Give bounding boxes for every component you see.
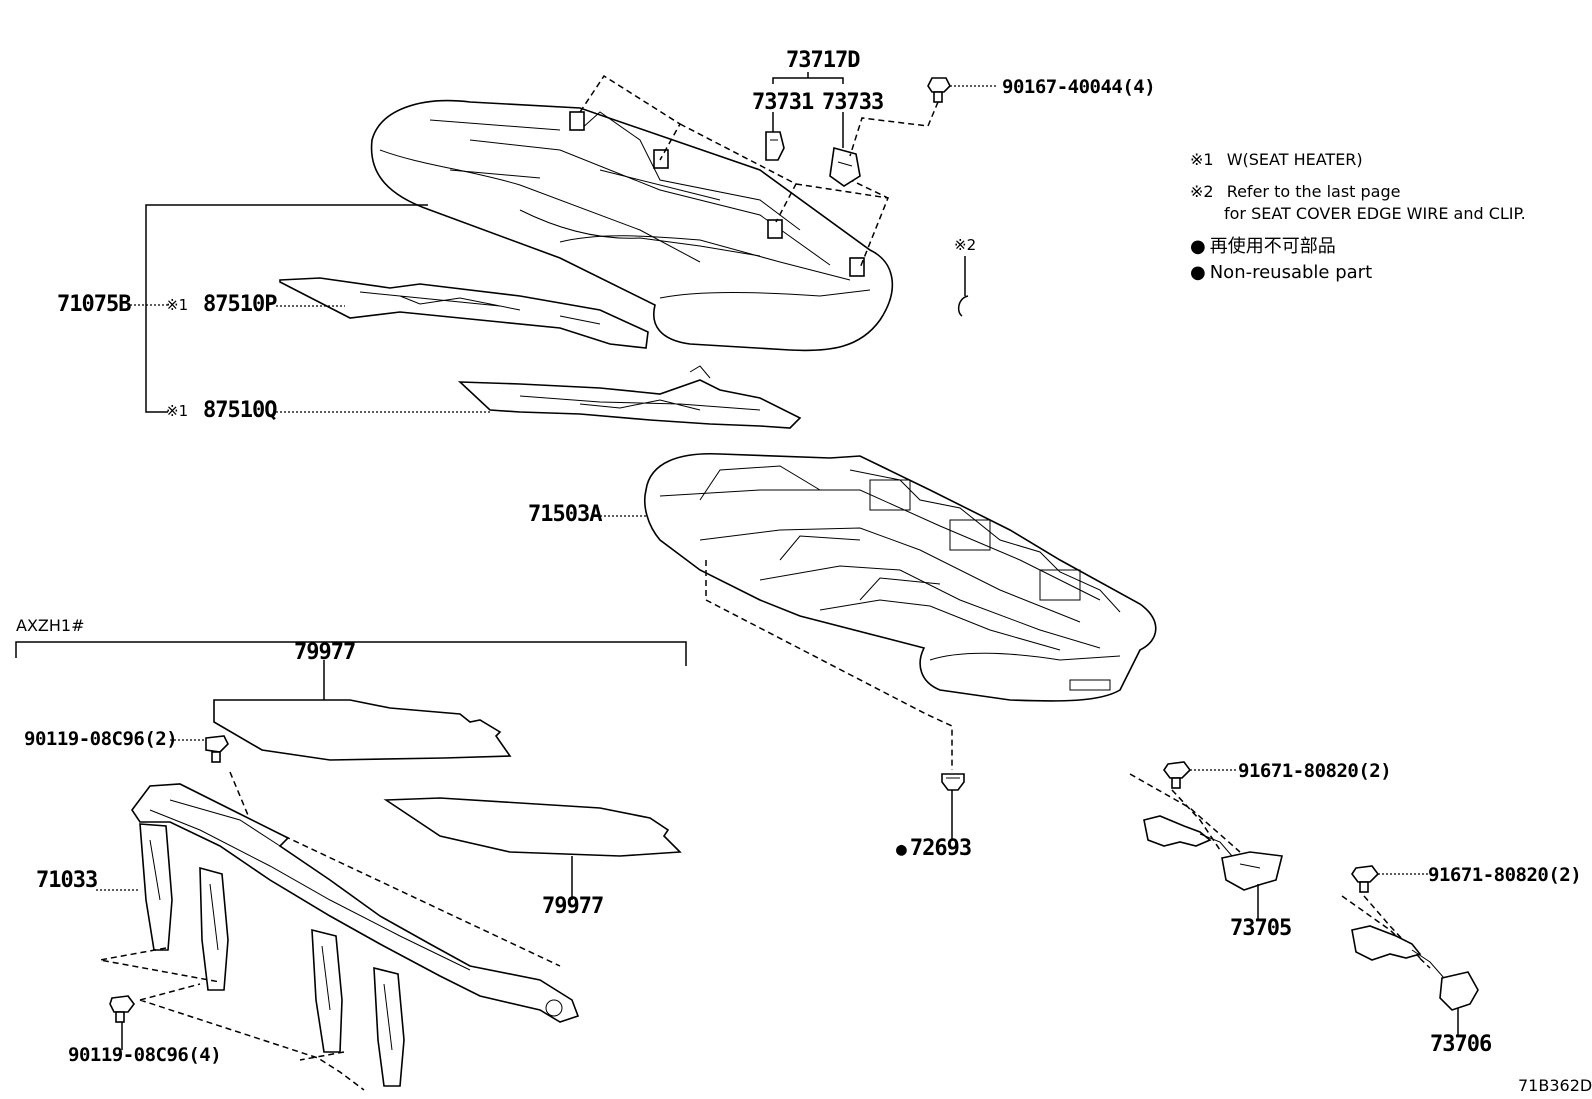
variant-label: AXZH1#: [16, 616, 85, 635]
seat-hinge-73705: [1143, 815, 1283, 891]
part-label-90167: 90167-40044(4): [1002, 76, 1156, 98]
legend-nonreusable-en: Non-reusable part: [1190, 264, 1372, 282]
seat-heater-87510p: [279, 277, 649, 349]
pad-79977-bottom: [383, 797, 682, 857]
note-mark-87510q: ※1: [166, 402, 189, 420]
part-label-72693: 72693: [896, 838, 972, 860]
part-label-71075b: 71075B: [57, 292, 131, 317]
note-mark-2: ※2: [954, 236, 977, 254]
part-label-73733: 73733: [822, 90, 884, 115]
part-label-71033: 71033: [36, 868, 98, 893]
bolt-icon: [205, 735, 229, 763]
grommet-icon: [941, 773, 965, 791]
bolt-icon: [927, 77, 951, 103]
part-label-73705: 73705: [1230, 916, 1292, 941]
diagram-code: 71B362D: [1518, 1076, 1592, 1095]
bolt-icon: [109, 995, 135, 1023]
part-label-90119-top: 90119-08C96(2): [24, 728, 178, 750]
note-2: ※2 Refer to the last page: [1190, 184, 1400, 200]
part-label-87510q: 87510Q: [203, 398, 277, 423]
clip-icon: [765, 131, 785, 161]
part-label-79977-bottom: 79977: [542, 894, 604, 919]
part-label-91671-a: 91671-80820(2): [1238, 760, 1392, 782]
part-label-73731: 73731: [752, 90, 814, 115]
part-label-73706: 73706: [1430, 1032, 1492, 1057]
seat-hinge-73706: [1351, 925, 1479, 1011]
note-2-line2: for SEAT COVER EDGE WIRE and CLIP.: [1224, 204, 1526, 223]
hook-clip-icon: [957, 295, 969, 317]
note-1-mark: ※1: [1190, 150, 1214, 169]
pad-79977-top: [213, 699, 512, 761]
part-label-91671-b: 91671-80820(2): [1428, 864, 1582, 886]
note-1: ※1 W(SEAT HEATER): [1190, 152, 1363, 168]
clip-icon: [829, 146, 861, 187]
part-label-87510p: 87510P: [203, 292, 277, 317]
note-2-mark: ※2: [1190, 182, 1214, 201]
note-1-text: W(SEAT HEATER): [1226, 150, 1363, 169]
bolt-icon: [1351, 865, 1380, 893]
bolt-icon: [1163, 761, 1192, 789]
part-label-71503a: 71503A: [528, 502, 602, 527]
seat-heater-87510q: [457, 365, 802, 429]
seat-cushion-cover: [370, 99, 894, 352]
note-2-line1: Refer to the last page: [1226, 182, 1401, 201]
part-label-79977-top: 79977: [294, 640, 356, 665]
part-label-90119-bottom: 90119-08C96(4): [68, 1044, 222, 1066]
legend-nonreusable-jp: 再使用不可部品: [1190, 238, 1336, 256]
part-label-73717d: 73717D: [786, 48, 860, 73]
seat-cushion-pad: [644, 452, 1157, 702]
note-mark-87510p: ※1: [166, 296, 189, 314]
